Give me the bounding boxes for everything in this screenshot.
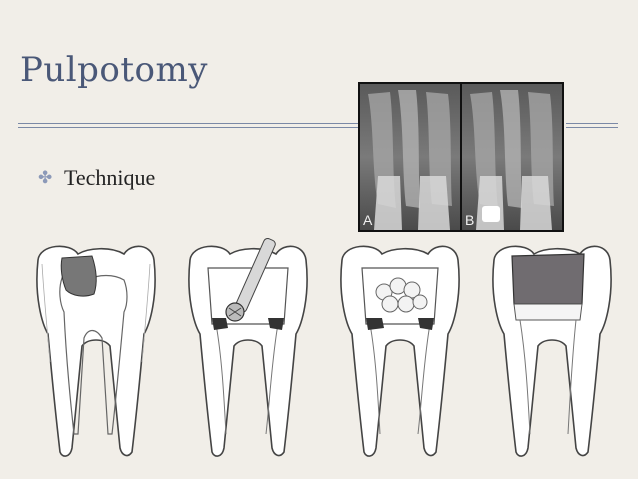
tooth-step-1-caries: [36, 245, 156, 457]
tooth-step-3-cotton-pellet: [340, 245, 460, 457]
radiograph-b: B: [462, 84, 562, 230]
cross-bullet-icon: ✤: [38, 168, 53, 188]
radiograph-label: B: [465, 212, 475, 228]
title-divider: [566, 127, 618, 128]
bullet-text: Technique: [64, 165, 156, 190]
radiograph-a: A: [360, 84, 460, 230]
pulpotomy-steps-illustration: [36, 238, 612, 457]
tooth-step-2-bur: [188, 238, 308, 457]
slide-title: Pulpotomy: [20, 50, 208, 90]
title-divider: [18, 123, 360, 124]
title-divider: [18, 127, 360, 128]
title-divider: [566, 123, 618, 124]
radiograph-label: A: [363, 212, 373, 228]
radiograph-pair: A B: [358, 82, 564, 232]
tooth-step-4-restoration: [492, 245, 612, 457]
bullet-item: ✤ Technique: [38, 165, 155, 191]
